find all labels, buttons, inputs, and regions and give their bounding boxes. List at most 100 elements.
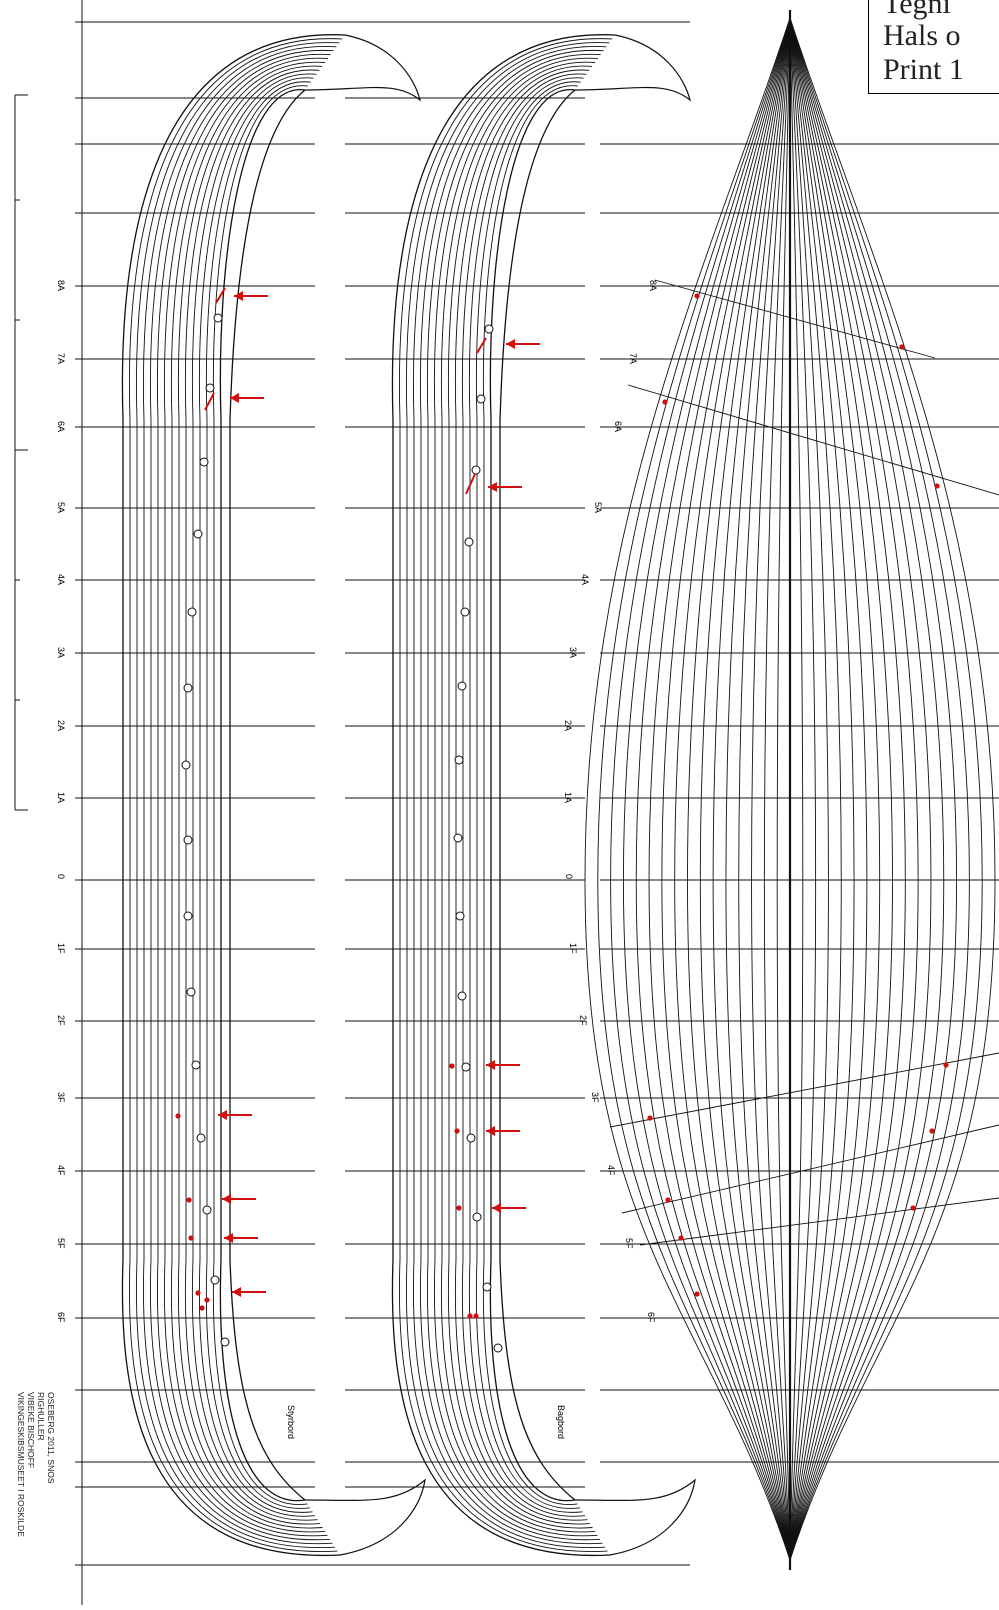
plank-line: [468, 77, 584, 1513]
station-label-2A: 2A: [56, 720, 66, 731]
waterline-curve: [789, 17, 881, 1561]
waterline-curve: [789, 17, 932, 1561]
station-label-3F: 3F: [56, 1092, 66, 1103]
top-hook-end: [574, 34, 692, 102]
diagonal-line: [654, 279, 936, 359]
waterline-curve: [789, 17, 817, 1561]
plank-line: [440, 61, 596, 1529]
red-slash-mark: [215, 287, 226, 304]
plank-line: [412, 46, 607, 1545]
rivet-hole-icon: [199, 457, 209, 467]
station-label-4A: 4A: [56, 574, 66, 585]
plank-line: [419, 50, 604, 1541]
plank-line: [142, 46, 337, 1545]
red-dot-icon: [929, 1128, 935, 1134]
red-dot-icon: [899, 344, 905, 350]
red-dot-icon: [694, 1291, 700, 1297]
rivet-hole-icon: [461, 1062, 471, 1072]
waterline-curve: [789, 17, 842, 1561]
waterline-curve: [789, 17, 855, 1561]
rivet-holes: [181, 313, 503, 1353]
red-dot-icon: [188, 1235, 194, 1241]
rivet-hole-icon: [210, 1275, 220, 1285]
waterline-curve: [789, 17, 868, 1561]
rivet-hole-icon: [187, 607, 197, 617]
waterline-curve: [776, 17, 791, 1561]
waterline-curve: [763, 17, 791, 1561]
station-label-0: 0: [56, 874, 66, 879]
side-label-port: Bagbord: [556, 1405, 566, 1439]
station-label-6A: 6A: [56, 421, 66, 432]
red-dot-icon: [454, 1128, 460, 1134]
plank-line: [170, 61, 326, 1529]
waterline-curve: [789, 17, 945, 1561]
plank-line: [475, 81, 581, 1509]
station-label-4F: 4F: [56, 1165, 66, 1176]
diagonal-line: [627, 384, 999, 496]
rivet-hole-icon: [186, 987, 196, 997]
waterline-curve: [712, 17, 791, 1561]
plank-line: [482, 85, 578, 1505]
plank-line: [219, 89, 306, 1502]
rivet-hole-icon: [193, 529, 203, 539]
waterline-curve: [687, 17, 791, 1561]
plank-line: [391, 34, 616, 1556]
rivet-hole-icon: [453, 833, 463, 843]
diagonal-line: [609, 1052, 999, 1128]
waterline-curve: [622, 17, 791, 1561]
red-dot-icon: [943, 1062, 949, 1068]
rivet-hole-icon: [183, 683, 193, 693]
credit-line-4: VIKINGESKIBSMUSEET I ROSKILDE: [16, 1392, 26, 1537]
waterline-curve: [789, 17, 829, 1561]
plank-line: [205, 81, 311, 1509]
waterline-curve: [789, 17, 970, 1561]
rivet-hole-icon: [493, 1343, 503, 1353]
plan-station-label-1F: 1F: [568, 943, 578, 954]
red-arrow-icon: [492, 1203, 526, 1213]
waterline-curve: [789, 17, 804, 1561]
top-hook-end: [304, 34, 422, 102]
waterline-curve: [635, 17, 791, 1561]
plan-station-label-1A: 1A: [563, 792, 573, 803]
red-dot-icon: [195, 1290, 201, 1296]
red-dot-icon: [199, 1305, 205, 1311]
rivet-hole-icon: [220, 1337, 230, 1347]
plank-line: [461, 73, 587, 1517]
rivet-hole-icon: [191, 1060, 201, 1070]
rivet-hole-icon: [484, 324, 494, 334]
arrow-head: [218, 1110, 227, 1120]
credit-line-2: RIGHULLER: [36, 1392, 46, 1441]
plan-view: [584, 10, 999, 1570]
plank-line: [212, 85, 308, 1505]
arrow-head: [230, 393, 239, 403]
arrow-head: [234, 291, 243, 301]
plan-station-label-5A: 5A: [593, 502, 603, 513]
red-arrow-icon: [218, 1110, 252, 1120]
red-dot-icon: [665, 1197, 671, 1203]
plank-line: [191, 73, 317, 1517]
waterline-curve: [584, 17, 791, 1561]
waterline-curve: [789, 17, 958, 1561]
waterline-curve: [597, 17, 791, 1561]
red-markers: [175, 287, 540, 1319]
title-line-1: Tegni: [883, 0, 951, 20]
red-dot-icon: [934, 483, 940, 489]
arrow-head: [506, 339, 515, 349]
title-line-3: Print 1: [883, 53, 964, 86]
station-label-5F: 5F: [56, 1238, 66, 1249]
rivet-hole-icon: [181, 760, 191, 770]
red-arrow-icon: [506, 339, 540, 349]
rivet-hole-icon: [457, 681, 467, 691]
plank-line: [128, 38, 343, 1552]
red-dot-icon: [204, 1297, 210, 1303]
plank-line: [184, 69, 320, 1521]
plank-line: [433, 58, 598, 1533]
plan-station-label-3F: 3F: [590, 1092, 600, 1103]
rivet-hole-icon: [464, 537, 474, 547]
plan-station-label-4A: 4A: [580, 574, 590, 585]
credit-line-1: OSEBERG 2011, SNOS: [46, 1392, 56, 1484]
red-arrow-icon: [486, 1126, 520, 1136]
plank-line: [447, 65, 593, 1525]
